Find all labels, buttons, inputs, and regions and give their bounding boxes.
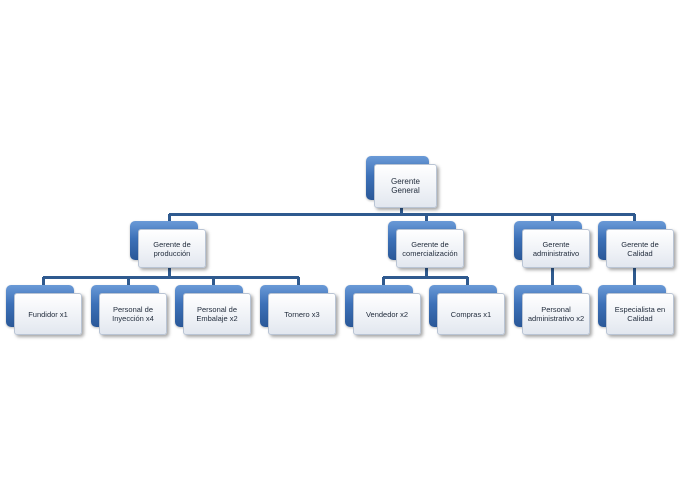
org-node-manager-calidad[interactable]: Gerente de Calidad: [598, 221, 674, 268]
connector-line: [297, 277, 300, 291]
org-node-label: Vendedor x2: [353, 293, 421, 335]
org-node-staff-especialista-calidad[interactable]: Especialista en Calidad: [598, 285, 674, 335]
org-node-label: Personal de Inyección x4: [99, 293, 167, 335]
org-node-root[interactable]: Gerente General: [366, 156, 437, 208]
org-node-manager-comercializacion[interactable]: Gerente de comercialización: [388, 221, 464, 268]
connector-line: [212, 277, 215, 291]
connector-line: [382, 277, 385, 291]
org-node-staff-tornero[interactable]: Tornero x3: [260, 285, 336, 335]
org-node-label: Tornero x3: [268, 293, 336, 335]
org-node-staff-compras[interactable]: Compras x1: [429, 285, 505, 335]
org-node-label: Gerente de producción: [138, 229, 206, 268]
connector-line: [466, 277, 469, 291]
org-node-label: Personal de Embalaje x2: [183, 293, 251, 335]
org-node-staff-personal-administrativo[interactable]: Personal administrativo x2: [514, 285, 590, 335]
org-node-manager-administrativo[interactable]: Gerente administrativo: [514, 221, 590, 268]
connector-line: [43, 276, 299, 279]
org-node-label: Especialista en Calidad: [606, 293, 674, 335]
org-node-staff-vendedor[interactable]: Vendedor x2: [345, 285, 421, 335]
connector-line: [633, 214, 636, 227]
org-node-manager-produccion[interactable]: Gerente de producción: [130, 221, 206, 268]
org-node-label: Compras x1: [437, 293, 505, 335]
org-node-label: Gerente de comercialización: [396, 229, 464, 268]
connector-line: [42, 277, 45, 291]
connector-line: [551, 214, 554, 227]
org-node-staff-inyeccion[interactable]: Personal de Inyección x4: [91, 285, 167, 335]
connector-line: [425, 214, 428, 227]
org-node-label: Gerente General: [374, 164, 437, 208]
org-node-label: Gerente de Calidad: [606, 229, 674, 268]
connector-line: [168, 214, 171, 227]
org-node-label: Fundidor x1: [14, 293, 82, 335]
org-node-staff-fundidor[interactable]: Fundidor x1: [6, 285, 82, 335]
connector-line: [633, 262, 636, 291]
org-node-label: Personal administrativo x2: [522, 293, 590, 335]
connector-line: [168, 262, 171, 278]
connector-line: [425, 262, 428, 278]
connector-line: [127, 277, 130, 291]
org-node-label: Gerente administrativo: [522, 229, 590, 268]
org-node-staff-embalaje[interactable]: Personal de Embalaje x2: [175, 285, 251, 335]
connector-line: [551, 262, 554, 291]
